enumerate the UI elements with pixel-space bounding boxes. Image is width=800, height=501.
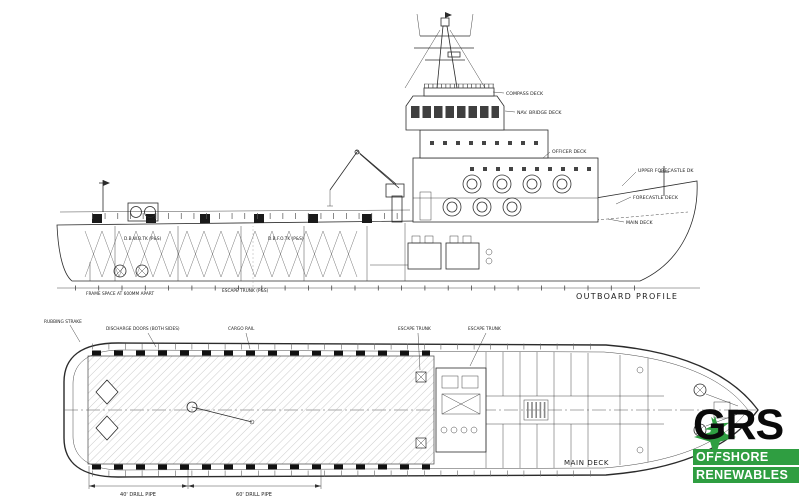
- label-main-deck-profile: MAIN DECK: [626, 220, 653, 226]
- label-frame-note: FRAME SPACE AT 600MM APART: [86, 291, 154, 297]
- profile-internal-structure: [84, 223, 406, 287]
- label-drill-pipe-40: 40' DRILL PIPE: [120, 492, 156, 498]
- profile-mast: [404, 12, 669, 196]
- profile-engine-room-machinery: [370, 235, 493, 270]
- label-officer-deck: OFFICER DECK: [552, 149, 587, 155]
- label-forecastle-deck: FORECASTLE DECK: [633, 195, 679, 201]
- label-compass-deck: COMPASS DECK: [506, 91, 544, 97]
- plan-engine-casing: [435, 367, 487, 453]
- profile-stern-gear: [89, 180, 159, 281]
- label-escape-trunk-2: ESCAPE TRUNK: [468, 326, 501, 332]
- star-shape-small: [704, 416, 730, 440]
- star-icon: [693, 415, 737, 459]
- plan-accommodation: [485, 352, 664, 468]
- label-drill-pipe-60: 60' DRILL PIPE: [236, 492, 272, 498]
- profile-notes: D.B.W.B.TK (P&S) D.B.F.O.TK (P&S) ESCAPE…: [86, 236, 304, 297]
- profile-caption: OUTBOARD PROFILE: [576, 292, 678, 301]
- logo-brand-text: GRS: [693, 401, 784, 449]
- profile-deck-labels: COMPASS DECK NAV. BRIDGE DECK OFFICER DE…: [492, 91, 694, 226]
- logo-tagline-renewables: RENEWABLES: [693, 467, 799, 483]
- label-upper-forecastle-deck: UPPER FORECASTLE DK: [638, 168, 694, 174]
- grs-logo: GRS OFFSHORE RENEWABLES: [693, 403, 799, 483]
- logo-brand-row: GRS: [693, 401, 799, 459]
- label-tank-1: D.B.W.B.TK (P&S): [124, 236, 162, 242]
- label-escape-trunk-profile: ESCAPE TRUNK (P&S): [222, 288, 269, 294]
- deck-plan-caption: MAIN DECK: [564, 459, 609, 467]
- profile-hull: [56, 180, 700, 291]
- plan-cargo-deck: [87, 350, 435, 470]
- label-rubbing-strake: RUBBING STRAKE: [44, 319, 82, 325]
- profile-deck-circles: [442, 174, 572, 217]
- outboard-profile-drawing: COMPASS DECK NAV. BRIDGE DECK OFFICER DE…: [56, 12, 700, 301]
- label-cargo-rail: CARGO RAIL: [228, 326, 255, 332]
- label-discharge-doors: DISCHARGE DOORS (BOTH SIDES): [106, 326, 180, 332]
- label-tank-2: D.B.F.O.TK (P&S): [268, 236, 304, 242]
- plan-labels: RUBBING STRAKE DISCHARGE DOORS (BOTH SID…: [44, 319, 501, 371]
- label-nav-bridge-deck: NAV. BRIDGE DECK: [517, 110, 562, 116]
- plan-bow-gear: [693, 383, 739, 437]
- profile-deck-crane: [327, 149, 405, 223]
- plan-dimensions: 40' DRILL PIPE 60' DRILL PIPE: [88, 466, 322, 498]
- label-escape-trunk-1: ESCAPE TRUNK: [398, 326, 431, 332]
- main-deck-plan-drawing: RUBBING STRAKE DISCHARGE DOORS (BOTH SID…: [44, 319, 759, 498]
